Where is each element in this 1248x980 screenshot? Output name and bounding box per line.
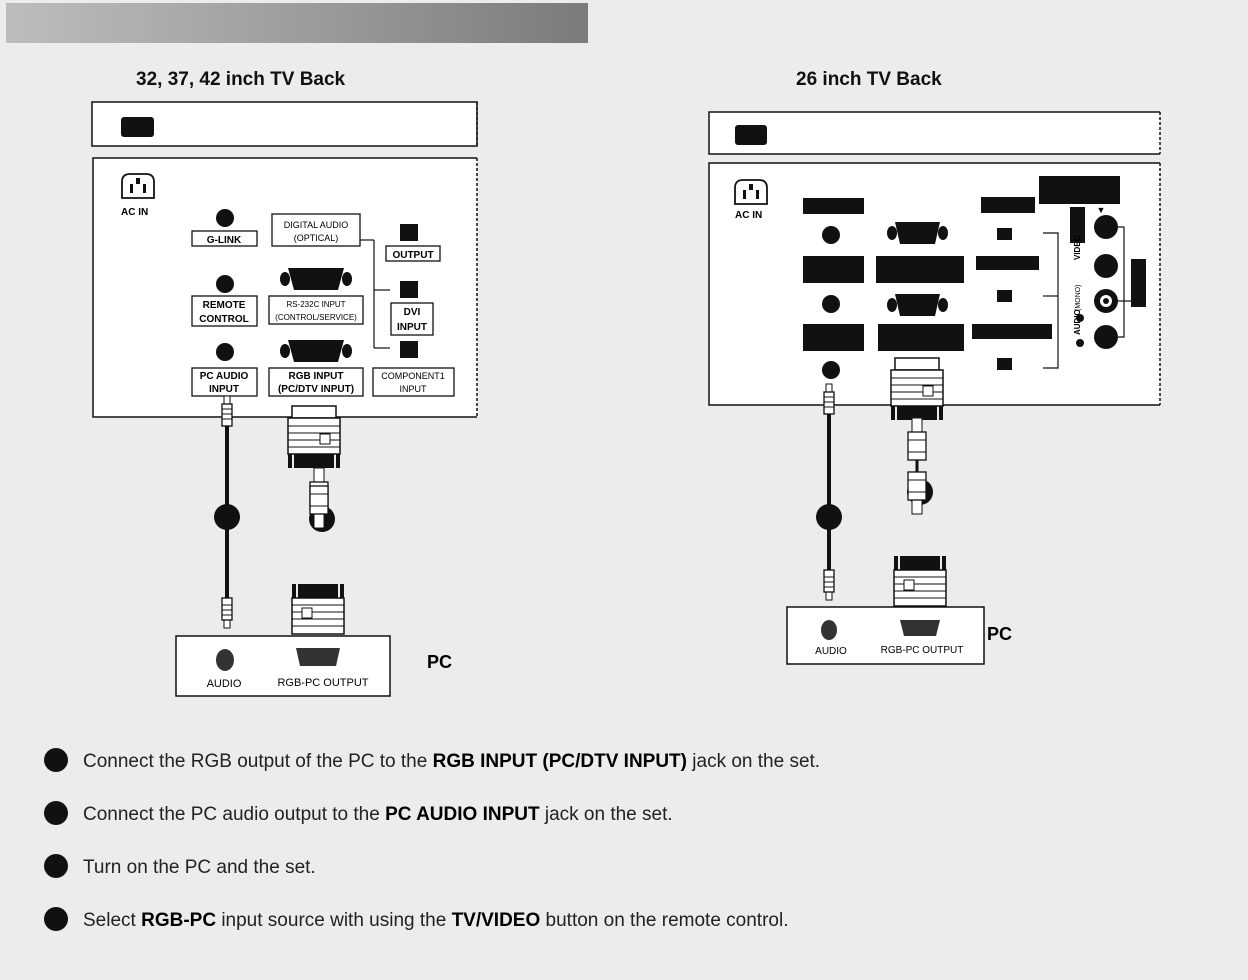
left-tv-back: AC IN G-LINK DIGITAL AUDIO (OPTICAL) OUT…: [91, 101, 478, 418]
svg-text:INPUT: INPUT: [209, 384, 239, 395]
left-diagram-title: 32, 37, 42 inch TV Back: [136, 69, 346, 90]
right-audio-cable: [816, 383, 842, 601]
right-pc-box: AUDIO RGB-PC OUTPUT: [786, 555, 985, 665]
left-pc-label: PC: [427, 652, 452, 672]
left-pc-box: AUDIO RGB-PC OUTPUT: [175, 583, 391, 697]
power-switch-icon: [735, 125, 767, 145]
rgb-input-label: RGB INPUT: [289, 371, 344, 382]
power-switch-icon: [121, 117, 154, 137]
ac-in-label: AC IN: [735, 210, 762, 221]
svg-text:INPUT: INPUT: [397, 322, 427, 333]
svg-text:▼: ▼: [1097, 205, 1106, 215]
pc-audio-port-label: AUDIO: [815, 646, 847, 657]
instruction-step-2: Connect the PC audio output to the PC AU…: [44, 801, 673, 827]
ac-in-label: AC IN: [121, 207, 148, 218]
instruction-step-4: Select RGB-PC input source with using th…: [44, 907, 788, 933]
digital-audio-label: DIGITAL AUDIO: [284, 220, 349, 230]
right-diagram-title: 26 inch TV Back: [796, 69, 942, 90]
pc-rgb-port-label: RGB-PC OUTPUT: [881, 645, 964, 656]
right-rgb-cable: [890, 357, 944, 515]
remote-control-label: REMOTE: [203, 300, 246, 311]
g-link-label: G-LINK: [207, 235, 242, 246]
bullet-icon: [44, 748, 68, 772]
bullet-icon: [44, 854, 68, 878]
bullet-icon: [44, 801, 68, 825]
dvi-input-label: DVI: [404, 307, 421, 318]
rs232-label: RS-232C INPUT: [286, 300, 345, 309]
ac-power-icon: [734, 179, 768, 205]
bullet-icon: [44, 907, 68, 931]
left-audio-cable: [214, 395, 240, 629]
component1-label: COMPONENT1: [381, 371, 445, 381]
side-mono-label: (MONO): [1075, 285, 1082, 311]
output-label: OUTPUT: [392, 250, 433, 261]
svg-text:CONTROL: CONTROL: [199, 314, 248, 325]
svg-text:(OPTICAL): (OPTICAL): [294, 233, 339, 243]
header-bar: [6, 3, 588, 43]
svg-text:INPUT: INPUT: [400, 384, 428, 394]
right-tv-back: AC IN VIDEO (MONO) AUDIO ▼: [708, 111, 1161, 406]
pc-rgb-port-label: RGB-PC OUTPUT: [277, 677, 368, 689]
left-rgb-cable: [287, 405, 341, 532]
svg-text:(CONTROL/SERVICE): (CONTROL/SERVICE): [275, 313, 357, 322]
side-audio-label: AUDIO: [1073, 309, 1082, 335]
svg-text:(PC/DTV INPUT): (PC/DTV INPUT): [278, 384, 354, 395]
pc-audio-port-label: AUDIO: [207, 678, 242, 690]
instruction-step-3: Turn on the PC and the set.: [44, 854, 316, 880]
side-video-label: VIDEO: [1073, 235, 1082, 260]
right-pc-label: PC: [987, 624, 1012, 644]
pc-audio-input-label: PC AUDIO: [200, 371, 249, 382]
ac-power-icon: [121, 173, 155, 199]
instruction-step-1: Connect the RGB output of the PC to the …: [44, 748, 820, 774]
